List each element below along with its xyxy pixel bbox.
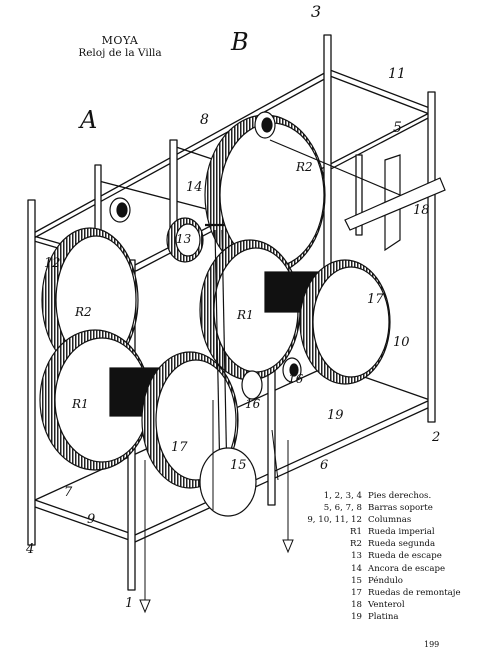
bottom-left-bar-inner — [134, 406, 431, 543]
legend-desc: Columnas — [368, 515, 412, 526]
callout-3: 3 — [311, 2, 322, 21]
pulley-16-left — [241, 370, 263, 400]
callout-19: 19 — [327, 408, 344, 423]
page-number: 199 — [424, 640, 440, 647]
legend-code: 1, 2, 3, 4 — [323, 491, 362, 501]
callout-9: 9 — [87, 512, 96, 527]
legend-row: R2 Rueda segunda — [290, 538, 461, 550]
legend-desc: Rueda de escape — [368, 551, 442, 562]
callout-11: 11 — [388, 66, 406, 82]
legend-row: 19 Platina — [290, 611, 461, 623]
legend-row: 1, 2, 3, 4 Pies derechos. — [290, 490, 461, 502]
venterol-shaft — [269, 139, 401, 196]
legend-desc: Rueda segunda — [368, 539, 436, 550]
legend-desc: Venterol — [368, 599, 405, 610]
legend-desc: Péndulo — [368, 575, 403, 586]
view-label-b: B — [231, 28, 249, 56]
callout-r1-right: R1 — [237, 308, 254, 322]
right-top-bar-inner — [329, 75, 433, 116]
venterol-vane-blade — [344, 177, 446, 231]
legend-row: 9, 10, 11, 12 Columnas — [290, 514, 461, 526]
legend: 1, 2, 3, 4 Pies derechos. 5, 6, 7, 8 Bar… — [290, 490, 461, 623]
legend-row: 14 Ancora de escape — [290, 563, 461, 575]
back-top-bar-inner — [33, 75, 331, 239]
back-top-bar — [29, 69, 331, 236]
callout-17-right: 17 — [367, 292, 384, 307]
callout-r2-left: R2 — [75, 305, 92, 319]
view-label-a: A — [80, 106, 98, 134]
callout-18: 18 — [413, 203, 430, 218]
upright-2 — [427, 91, 436, 423]
title-block: MOYA Reloj de la Villa — [60, 34, 180, 60]
legend-code: R1 — [350, 527, 362, 538]
callout-r2-right: R2 — [296, 160, 313, 174]
callout-8: 8 — [200, 112, 209, 128]
legend-code: 14 — [351, 563, 362, 574]
callout-6: 6 — [320, 458, 329, 473]
bottom-front-bar-inner — [34, 506, 136, 543]
legend-code: 5, 6, 7, 8 — [323, 503, 362, 514]
legend-desc: Platina — [368, 611, 399, 622]
pendulum-rod — [214, 229, 221, 481]
legend-code: 13 — [351, 551, 362, 562]
callout-14: 14 — [186, 180, 203, 195]
cord-mid — [271, 429, 279, 481]
callout-10: 10 — [393, 335, 410, 350]
callout-4: 4 — [26, 542, 35, 557]
bottom-left-bar — [134, 399, 431, 536]
upright-right-back — [355, 154, 363, 236]
legend-desc: Ancora de escape — [368, 563, 446, 574]
callout-1: 1 — [125, 596, 134, 611]
callout-7: 7 — [64, 485, 73, 500]
legend-code: 17 — [351, 587, 362, 598]
legend-desc: Rueda imperial — [368, 527, 435, 538]
legend-row: 5, 6, 7, 8 Barras soporte — [290, 502, 461, 514]
upright-4 — [27, 199, 36, 546]
callout-13: 13 — [176, 232, 192, 246]
legend-row: 13 Rueda de escape — [290, 550, 461, 562]
legend-desc: Barras soporte — [368, 503, 433, 514]
weight-right — [282, 539, 294, 554]
legend-row: 15 Péndulo — [290, 575, 461, 587]
bottom-front-bar — [34, 499, 136, 536]
callout-16: 16 — [288, 372, 304, 386]
callout-16-left: 16 — [245, 397, 261, 411]
legend-code: 9, 10, 11, 12 — [307, 515, 362, 526]
callout-15: 15 — [230, 458, 247, 473]
right-top-bar — [329, 69, 436, 111]
pendulum-bob — [199, 447, 257, 517]
title-subtitle: Reloj de la Villa — [78, 47, 162, 59]
callout-2: 2 — [432, 430, 441, 445]
callout-12: 12 — [44, 256, 61, 271]
callout-r1-left: R1 — [72, 397, 89, 411]
callout-17-left: 17 — [171, 440, 188, 455]
legend-row: 18 Venterol — [290, 599, 461, 611]
legend-code: 15 — [351, 575, 362, 586]
legend-code: 19 — [351, 611, 362, 622]
legend-desc: Pies derechos. — [368, 491, 432, 501]
legend-code: R2 — [350, 539, 362, 550]
weight-left — [139, 599, 151, 614]
title-name: MOYA — [101, 34, 139, 47]
legend-desc: Ruedas de remontaje — [368, 587, 461, 598]
callout-5: 5 — [393, 120, 402, 136]
legend-row: R1 Rueda imperial — [290, 526, 461, 538]
legend-code: 18 — [351, 599, 362, 610]
legend-row: 17 Ruedas de remontaje — [290, 587, 461, 599]
